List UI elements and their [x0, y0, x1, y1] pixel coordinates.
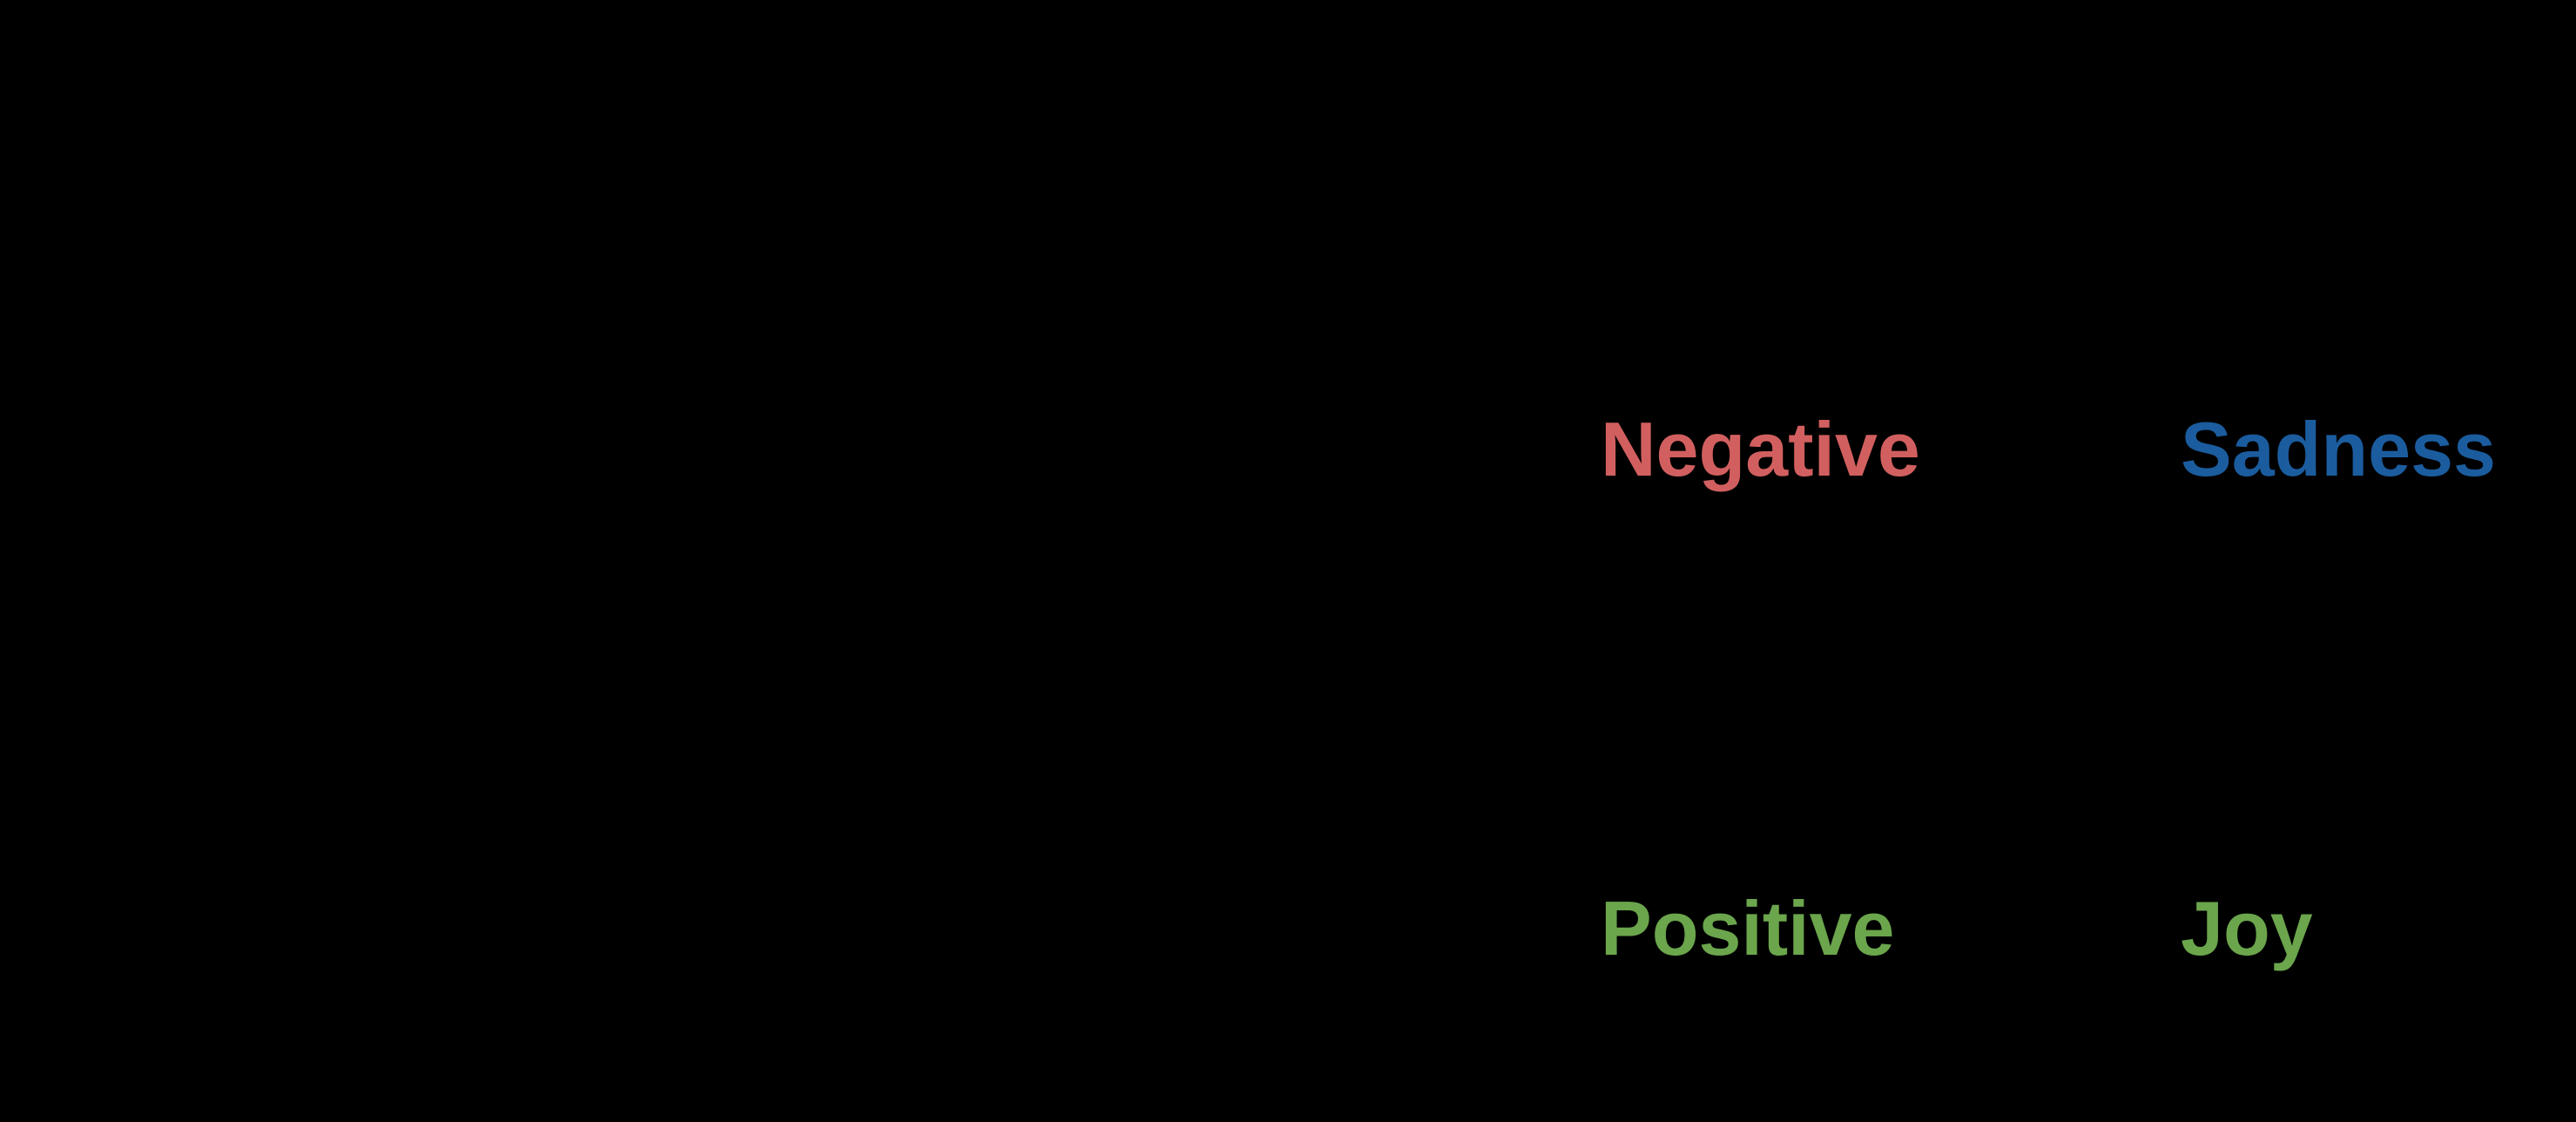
sadness-emotion-label: Sadness [2181, 406, 2496, 492]
joy-emotion-label: Joy [2181, 885, 2313, 971]
positive-sentiment-label: Positive [1601, 885, 1895, 971]
negative-sentiment-label: Negative [1601, 406, 1920, 492]
